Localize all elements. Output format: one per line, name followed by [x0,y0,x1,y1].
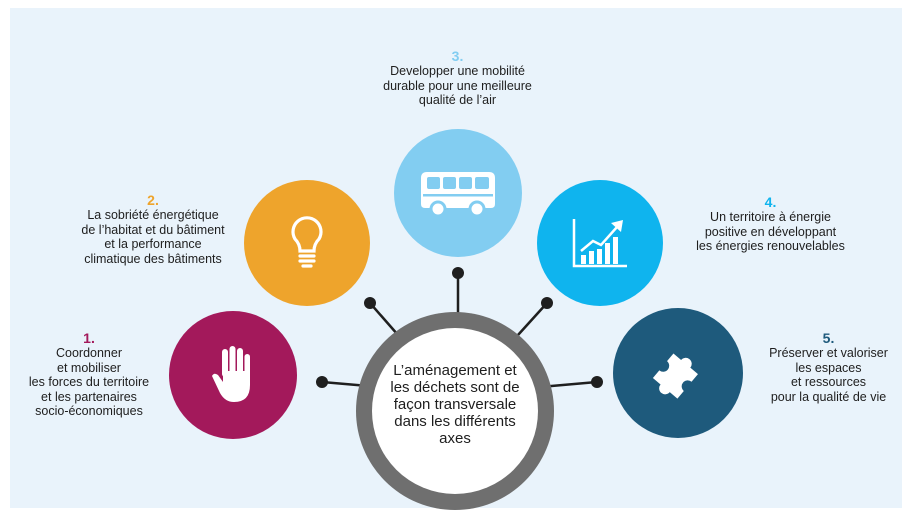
hand-icon [212,346,250,402]
axis-5-circle [613,308,743,438]
axis-3-number: 3. [451,48,464,64]
axis-2-circle [244,180,370,306]
axis-2-label: 2. La sobriété énergétique de l’habitat … [64,192,242,266]
connector-line-4 [517,302,548,336]
axis-3-circle [394,129,522,257]
axis-1-text: Coordonner et mobiliser les forces du te… [28,346,150,418]
connector-dot-1 [316,376,328,388]
growth-chart-icon [572,219,627,268]
axis-5-text: Préserver et valoriser les espaces et re… [769,346,888,404]
connector-dot-3 [452,267,464,279]
axis-3-text: Developper une mobilité durable pour une… [383,64,532,107]
axis-5-label: 5. Préserver et valoriser les espaces et… [757,330,900,404]
axis-4-number: 4. [764,194,777,210]
axis-3-label: 3. Developper une mobilité durable pour … [355,48,560,108]
puzzle-piece-icon [652,353,698,399]
lightbulb-icon [291,216,323,268]
axis-4-label: 4. Un territoire à énergie positive en d… [683,194,858,254]
axis-4-circle [537,180,663,306]
connector-line-2 [369,302,399,336]
center-text: L’aménagement et les déchets sont de faç… [390,361,520,447]
axis-1-number: 1. [83,330,95,346]
connector-dot-5 [591,376,603,388]
axis-2-number: 2. [147,192,159,208]
connector-dot-4 [541,297,553,309]
connector-dot-2 [364,297,376,309]
center-circle-inner: L’aménagement et les déchets sont de faç… [372,328,538,494]
center-circle: L’aménagement et les déchets sont de faç… [356,312,554,510]
axis-4-text: Un territoire à énergie positive en déve… [696,210,845,253]
bus-icon [421,172,495,218]
axis-2-text: La sobriété énergétique de l’habitat et … [81,208,225,266]
axis-1-label: 1. Coordonner et mobiliser les forces du… [14,330,164,419]
axis-1-circle [169,311,297,439]
axis-5-number: 5. [822,330,835,346]
